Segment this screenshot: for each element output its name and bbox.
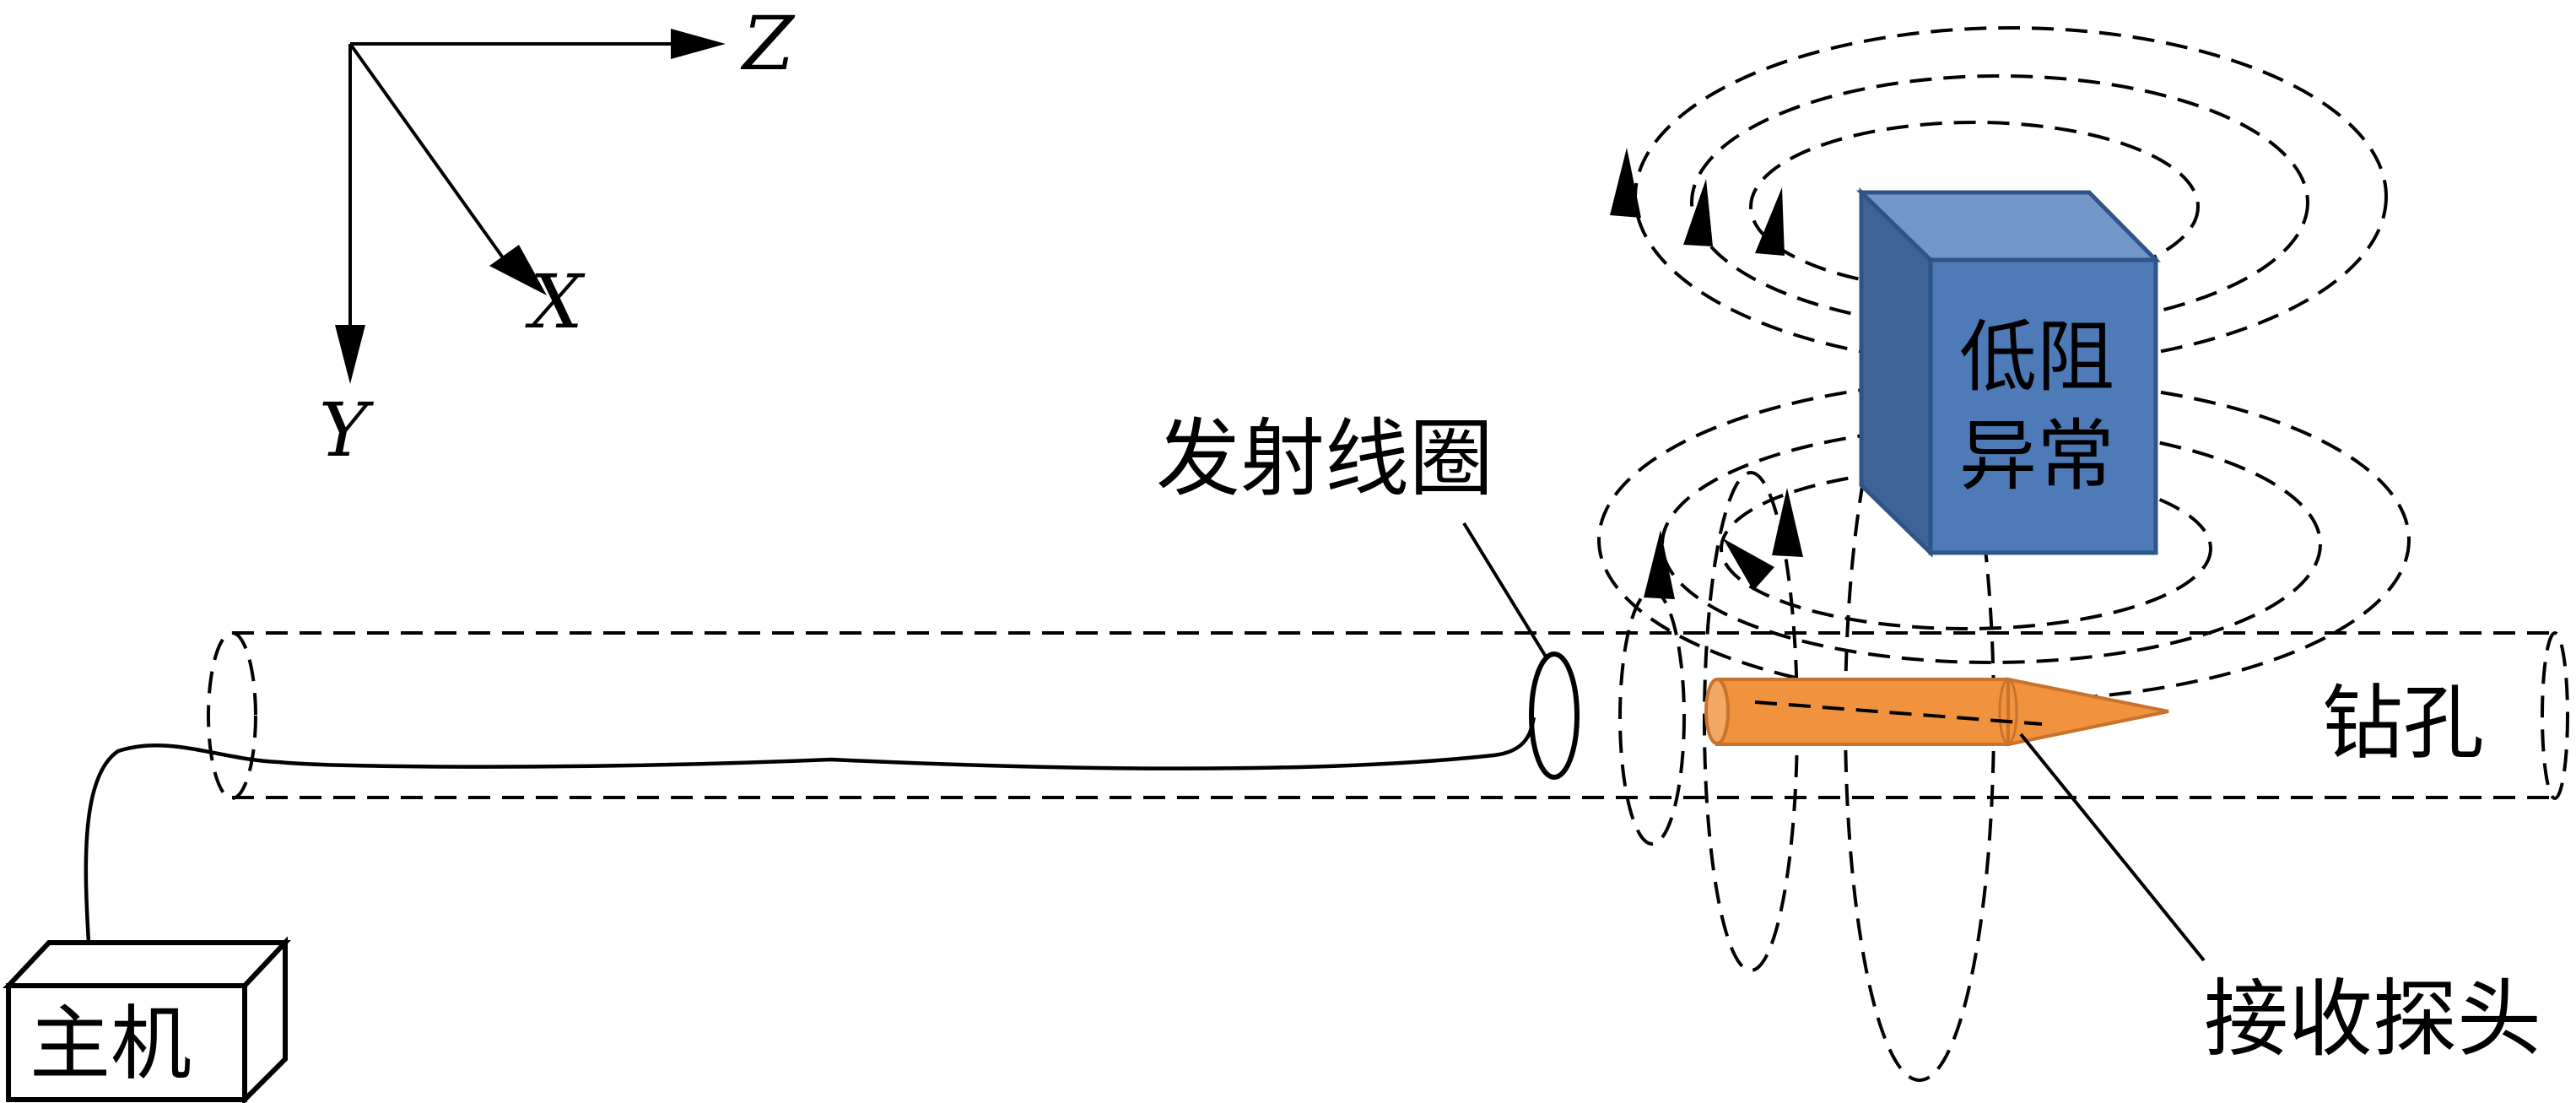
host-box: 主机 bbox=[3, 936, 291, 1103]
borehole bbox=[207, 631, 2569, 800]
field-arrow-icon bbox=[1683, 179, 1713, 246]
field-arrow-icon bbox=[1723, 538, 1774, 591]
receiver-probe-label: 接收探头 bbox=[2204, 970, 2541, 1068]
borehole-left-end bbox=[207, 631, 257, 800]
transmitter-coil-group bbox=[84, 652, 1580, 943]
field-arrow-icon bbox=[1644, 530, 1675, 599]
host-label: 主机 bbox=[30, 997, 192, 1091]
probe-leader-line bbox=[2019, 733, 2206, 962]
borehole-right-end bbox=[2541, 631, 2569, 800]
axis-z-label: Z bbox=[740, 0, 796, 87]
probe-tip bbox=[2006, 677, 2169, 747]
low-resistance-anomaly: 低阻 异常 bbox=[1855, 187, 2161, 558]
receiver-probe bbox=[1704, 677, 2169, 747]
transmitter-coil-label: 发射线圈 bbox=[1156, 409, 1493, 508]
cable bbox=[84, 716, 1536, 943]
host-box-front bbox=[6, 983, 247, 1102]
probe-joint bbox=[1998, 678, 2018, 745]
z-axis-arrow-icon bbox=[671, 29, 726, 59]
field-arrow-icon bbox=[1772, 488, 1803, 557]
annotations: 发射线圈 接收探头 钻孔 bbox=[1156, 409, 2541, 1068]
vertical-loop-1 bbox=[1618, 589, 1686, 846]
field-arrow-icon bbox=[1755, 187, 1785, 256]
host-box-top bbox=[3, 940, 291, 988]
field-arrow-icon bbox=[1610, 148, 1641, 218]
axis-x-label: X bbox=[525, 258, 586, 345]
anomaly-label-line2: 异常 bbox=[1959, 411, 2114, 501]
x-axis-arrow-icon bbox=[489, 245, 547, 295]
x-axis-line bbox=[348, 42, 512, 270]
probe-crossing-field-line bbox=[1754, 700, 2043, 726]
transmitter-coil bbox=[1529, 652, 1580, 780]
borehole-label: 钻孔 bbox=[2322, 676, 2484, 770]
coordinate-axes: Z X Y bbox=[319, 0, 796, 473]
transmitter-leader-line bbox=[1462, 522, 1547, 658]
anomaly-label-line1: 低阻 bbox=[1959, 312, 2114, 403]
field-loop-lower-middle bbox=[1661, 424, 2322, 664]
anomaly-front-face bbox=[1928, 257, 2158, 555]
axis-y-label: Y bbox=[319, 387, 375, 473]
probe-rear-cap bbox=[1704, 678, 1730, 745]
y-axis-arrow-icon bbox=[335, 325, 365, 384]
